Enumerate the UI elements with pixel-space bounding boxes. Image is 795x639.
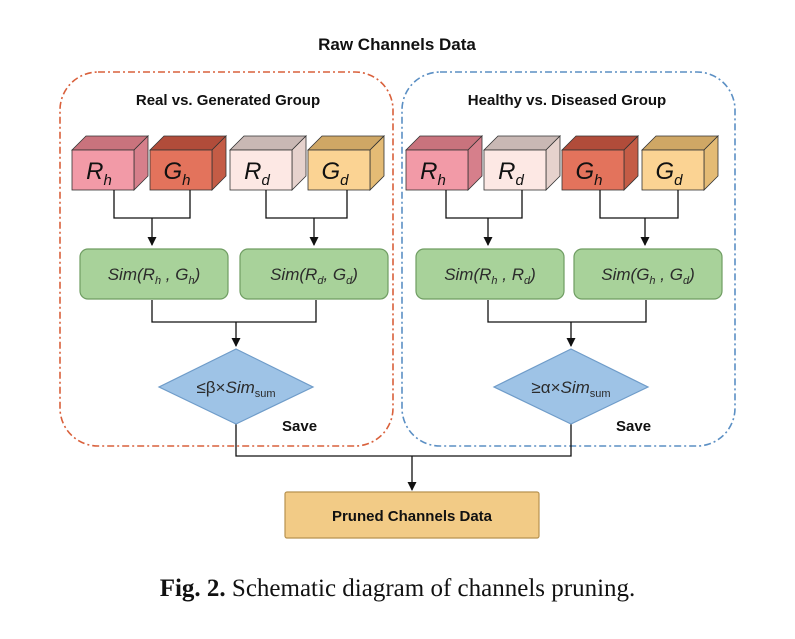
cube-R-d: Rd (483, 135, 561, 191)
caption-label: Fig. 2. (159, 575, 226, 602)
sim-box: Sim(Rh , Gh) (79, 248, 229, 300)
condition-label: ≤β×Simsum (196, 378, 275, 400)
sim-box: Sim(Gh , Gd) (573, 248, 723, 300)
save-label-group-2: Save (616, 418, 651, 435)
pruning-diagram: Raw Channels Data Real vs. Generated Gro… (59, 35, 736, 539)
cube-label: Gd (321, 158, 349, 189)
connector-cubes-1-2 (113, 190, 191, 219)
figure-caption: Fig. 2. Schematic diagram of channels pr… (0, 575, 795, 603)
sim-label: Sim(Rd, Gd) (270, 265, 358, 287)
output-box: Pruned Channels Data (284, 491, 540, 539)
connector-sims-group-1 (151, 300, 317, 323)
cube-R-d: Rd (229, 135, 307, 191)
group-border-healthy-vs-diseased (401, 71, 736, 447)
caption-text: Schematic diagram of channels pruning. (231, 575, 636, 602)
connector-cubes-7-8 (599, 190, 679, 219)
connector-conditions-to-output (235, 424, 572, 457)
sim-label: Sim(Rh , Rd) (444, 265, 536, 287)
save-label-group-1: Save (282, 418, 317, 435)
cube-G-h: Gh (561, 135, 639, 191)
cube-label: Rd (498, 158, 524, 189)
cube-G-d: Gd (641, 135, 719, 191)
group-border-real-vs-generated (59, 71, 394, 447)
cube-label: Rh (420, 158, 446, 189)
cube-label: Gh (575, 158, 602, 189)
diagram-title: Raw Channels Data (318, 35, 476, 54)
condition-diamond-alpha: ≥α×Simsum (492, 348, 650, 425)
sim-label: Sim(Gh , Gd) (601, 265, 695, 287)
sim-box: Sim(Rd, Gd) (239, 248, 389, 300)
cube-label: Gh (163, 158, 190, 189)
group-label-healthy-vs-diseased: Healthy vs. Diseased Group (468, 92, 666, 109)
sim-box: Sim(Rh , Rd) (415, 248, 565, 300)
cube-label: Gd (655, 158, 683, 189)
condition-label: ≥α×Simsum (531, 378, 610, 400)
cube-G-h: Gh (149, 135, 227, 191)
connector-sims-group-2 (487, 300, 647, 323)
connector-lines (113, 190, 679, 491)
cube-R-h: Rh (405, 135, 483, 191)
output-label: Pruned Channels Data (332, 508, 493, 525)
connector-cubes-3-4 (265, 190, 348, 219)
group-label-real-vs-generated: Real vs. Generated Group (136, 92, 320, 109)
condition-diamond-beta: ≤β×Simsum (157, 348, 315, 425)
connector-cubes-5-6 (445, 190, 523, 219)
cube-R-h: Rh (71, 135, 149, 191)
cube-label: Rh (86, 158, 112, 189)
cube-label: Rd (244, 158, 270, 189)
channel-cubes: Rh Gh Rd Gd Rh Rd Gh Gd (71, 135, 719, 191)
cube-G-d: Gd (307, 135, 385, 191)
sim-label: Sim(Rh , Gh) (108, 265, 201, 287)
